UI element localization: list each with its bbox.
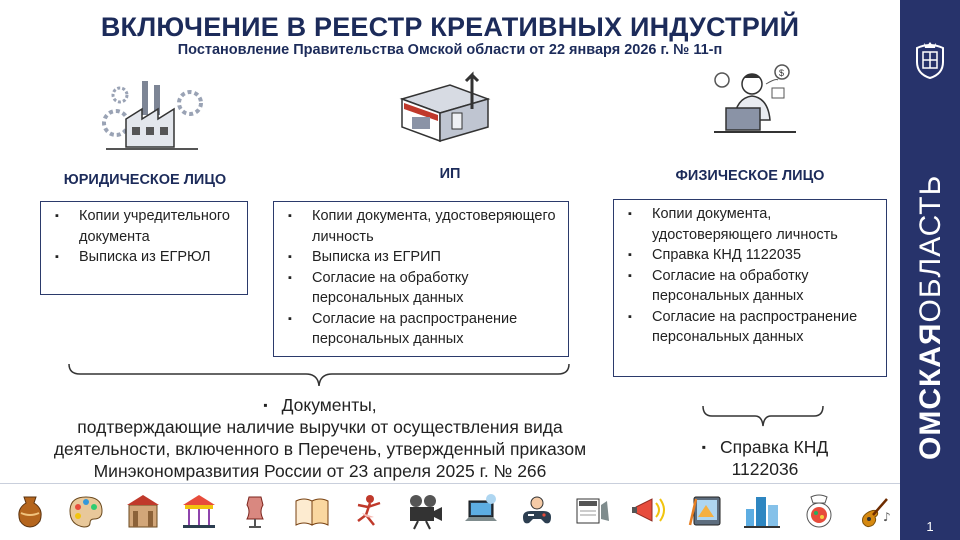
list-item: Выписка из ЕГРИП bbox=[284, 247, 560, 268]
architecture-icon bbox=[126, 495, 159, 528]
individual-documents-box: Копии документа, удостоверяющего личност… bbox=[613, 199, 887, 377]
shop-growth-icon bbox=[399, 71, 491, 143]
design-tablet-icon bbox=[688, 496, 721, 526]
list-item: Согласие на обработку персональных данны… bbox=[284, 268, 560, 309]
creative-industries-icon-strip: ♪ bbox=[10, 488, 895, 534]
list-item: Справка КНД 1122035 bbox=[624, 245, 878, 266]
svg-text:$: $ bbox=[779, 68, 784, 78]
person-laptop-icon: $ bbox=[714, 64, 796, 133]
fashion-mannequin-icon bbox=[246, 496, 265, 528]
heading-individual: ФИЗИЧЕСКОЕ ЛИЦО bbox=[675, 168, 825, 184]
list-item: Копии документа, удостоверяющего личност… bbox=[284, 206, 560, 247]
page-subtitle: Постановление Правительства Омской облас… bbox=[177, 42, 723, 58]
curly-brace-left bbox=[68, 363, 570, 387]
svg-text:ОМСКАЯОБЛАСТЬ: ОМСКАЯОБЛАСТЬ bbox=[914, 175, 947, 460]
heading-legal-entity: ЮРИДИЧЕСКОЕ ЛИЦО bbox=[63, 172, 227, 188]
city-buildings-icon bbox=[744, 497, 781, 528]
book-icon bbox=[295, 498, 329, 526]
film-camera-icon bbox=[410, 495, 443, 530]
list-item: Копии учредительного документа bbox=[51, 206, 239, 247]
laptop-it-icon bbox=[464, 494, 497, 521]
list-item: Копии документа, удостоверяющего личност… bbox=[624, 204, 878, 245]
dance-theater-icon bbox=[357, 495, 381, 526]
svg-text:♪: ♪ bbox=[883, 510, 891, 524]
gamepad-icon bbox=[522, 496, 551, 524]
megaphone-advertising-icon bbox=[631, 498, 665, 522]
music-guitar-icon: ♪ bbox=[861, 498, 891, 528]
right-sidebar: ОМСКАЯОБЛАСТЬ 1 bbox=[900, 0, 960, 540]
painting-palette-icon bbox=[69, 496, 103, 528]
individual-extra-document: ▪Справка КНД 1122036 bbox=[701, 437, 829, 479]
curly-brace-right bbox=[702, 405, 824, 427]
factory-gears-icon bbox=[102, 81, 203, 150]
omsk-region-brand-logo: ОМСКАЯОБЛАСТЬ bbox=[914, 175, 947, 460]
list-item: Выписка из ЕГРЮЛ bbox=[51, 247, 239, 268]
entrepreneur-documents-box: Копии документа, удостоверяющего личност… bbox=[273, 201, 569, 357]
page-title: ВКЛЮЧЕНИЕ В РЕЕСТР КРЕАТИВНЫХ ИНДУСТРИЙ bbox=[100, 12, 800, 42]
heading-individual-entrepreneur: ИП bbox=[439, 166, 461, 182]
list-item: Согласие на распространение персональных… bbox=[624, 307, 878, 348]
legal-entity-documents-box: Копии учредительного документа Выписка и… bbox=[40, 201, 248, 295]
list-item: Согласие на обработку персональных данны… bbox=[624, 266, 878, 307]
pottery-icon bbox=[18, 496, 42, 528]
omsk-crest-icon bbox=[916, 42, 944, 80]
gastronomy-icon bbox=[806, 494, 832, 528]
page-number: 1 bbox=[926, 519, 934, 534]
common-documents-text: ▪Документы, подтверждающие наличие выруч… bbox=[53, 395, 587, 481]
media-news-icon bbox=[576, 498, 610, 524]
carousel-icon bbox=[182, 495, 215, 528]
divider bbox=[0, 483, 900, 484]
list-item: Согласие на распространение персональных… bbox=[284, 309, 560, 350]
